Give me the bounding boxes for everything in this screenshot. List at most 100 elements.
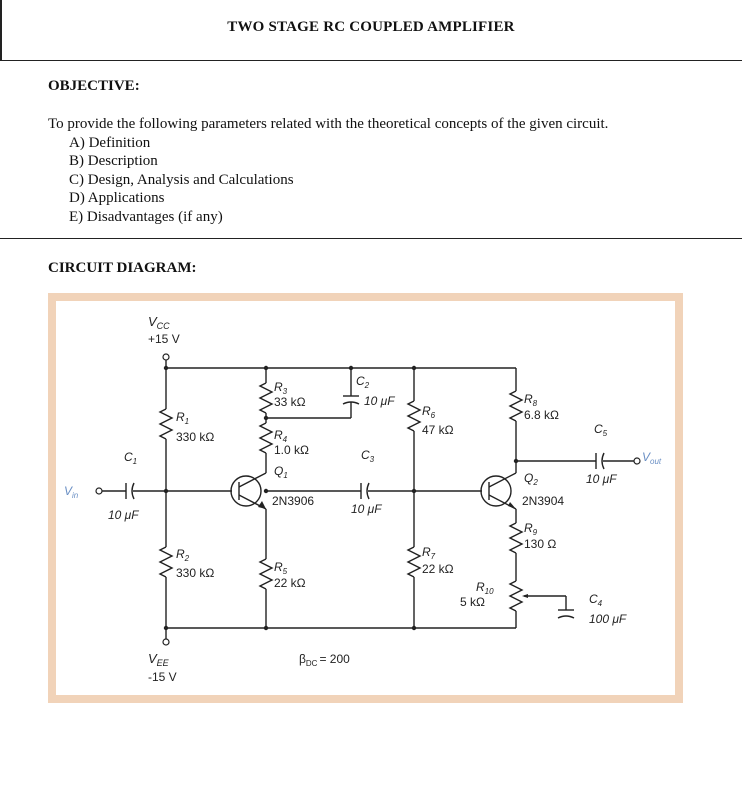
svg-text:R8: R8 — [524, 392, 538, 408]
objective-heading: OBJECTIVE: — [48, 78, 140, 94]
svg-text:R5: R5 — [274, 560, 288, 576]
r9-label: R — [524, 521, 533, 535]
resistor-r6 — [406, 400, 422, 432]
c2-sub: 2 — [364, 381, 370, 390]
c1-sub: 1 — [133, 457, 137, 466]
svg-text:VCC: VCC — [148, 314, 170, 331]
c2-label: C — [356, 374, 365, 388]
vin-label: V — [64, 484, 73, 498]
svg-text:R10: R10 — [476, 580, 494, 596]
r9-value: 130 Ω — [524, 537, 556, 551]
vin-sub: in — [72, 491, 79, 500]
c5-label: C — [594, 422, 603, 436]
transistor-q1 — [230, 475, 262, 507]
svg-text:C3: C3 — [361, 448, 375, 464]
svg-text:VEE: VEE — [148, 651, 170, 668]
c5-sub: 5 — [603, 429, 608, 438]
resistor-r9 — [508, 522, 524, 554]
resistor-r10 — [508, 580, 524, 612]
vout-sub: out — [650, 457, 662, 466]
r9-sub: 9 — [533, 528, 538, 537]
beta-value: = 200 — [319, 652, 350, 666]
vcc-label: V — [148, 314, 158, 329]
resistor-r5 — [258, 558, 274, 590]
r10-sub: 10 — [485, 587, 494, 596]
svg-text:C1: C1 — [124, 450, 137, 466]
r3-sub: 3 — [283, 387, 288, 396]
r7-label: R — [422, 545, 431, 559]
svg-text:R4: R4 — [274, 428, 288, 444]
svg-text:Vin: Vin — [64, 484, 79, 500]
objective-list: A) Definition B) Description C) Design, … — [48, 134, 608, 227]
r1-label: R — [176, 410, 185, 424]
r8-value: 6.8 kΩ — [524, 408, 559, 422]
q2-label: Q — [524, 471, 533, 485]
svg-text:R9: R9 — [524, 521, 538, 537]
svg-text:C2: C2 — [356, 374, 370, 390]
page-title: TWO STAGE RC COUPLED AMPLIFIER — [227, 19, 515, 35]
resistor-r4 — [258, 422, 274, 454]
svg-text:Vout: Vout — [642, 450, 662, 466]
svg-text:R6: R6 — [422, 404, 436, 420]
r10-label: R — [476, 580, 485, 594]
c4-label: C — [589, 592, 598, 606]
c3-value: 10 μF — [351, 502, 382, 516]
r10-value: 5 kΩ — [460, 595, 485, 609]
r5-sub: 5 — [283, 567, 288, 576]
svg-text:R1: R1 — [176, 410, 189, 426]
q1-sub: 1 — [283, 471, 287, 480]
beta-label: β — [299, 652, 306, 666]
svg-text:Q2: Q2 — [524, 471, 538, 487]
r6-sub: 6 — [431, 411, 436, 420]
svg-text:C5: C5 — [594, 422, 608, 438]
c3-sub: 3 — [370, 455, 375, 464]
r8-sub: 8 — [533, 399, 538, 408]
divider — [0, 238, 742, 239]
transistor-q2 — [480, 475, 512, 507]
r4-label: R — [274, 428, 283, 442]
resistor-r2 — [158, 546, 174, 578]
r7-value: 22 kΩ — [422, 562, 454, 576]
svg-text:βDC= 200: βDC= 200 — [299, 652, 350, 668]
vee-value: -15 V — [148, 670, 177, 684]
list-item: C) Design, Analysis and Calculations — [69, 171, 294, 188]
c1-value: 10 μF — [108, 508, 139, 522]
resistor-r1 — [158, 408, 174, 440]
resistor-r8 — [508, 390, 524, 422]
r2-sub: 2 — [184, 554, 190, 563]
resistor-r7 — [406, 546, 422, 578]
r6-value: 47 kΩ — [422, 423, 454, 437]
svg-text:R3: R3 — [274, 380, 288, 396]
r4-value: 1.0 kΩ — [274, 443, 309, 457]
svg-text:C4: C4 — [589, 592, 603, 608]
c5-value: 10 μF — [586, 472, 617, 486]
r5-value: 22 kΩ — [274, 576, 306, 590]
r3-value: 33 kΩ — [274, 395, 306, 409]
vcc-sub: CC — [157, 321, 170, 331]
r2-value: 330 kΩ — [176, 566, 214, 580]
objective-intro: To provide the following parameters rela… — [48, 116, 609, 132]
r7-sub: 7 — [431, 552, 436, 561]
page-border-left — [0, 0, 2, 60]
list-item: B) Description — [69, 153, 158, 169]
c2-value: 10 μF — [364, 394, 395, 408]
q1-label: Q — [274, 464, 283, 478]
r2-label: R — [176, 547, 185, 561]
circuit-diagram: VCC +15 V VEE -15 V Vin Vout R1 330 kΩ R… — [56, 301, 675, 695]
q2-part: 2N3904 — [522, 494, 564, 508]
svg-text:Q1: Q1 — [274, 464, 288, 480]
r1-sub: 1 — [185, 417, 189, 426]
r8-label: R — [524, 392, 533, 406]
svg-text:R2: R2 — [176, 547, 190, 563]
c1-label: C — [124, 450, 133, 464]
r1-value: 330 kΩ — [176, 430, 214, 444]
list-item: A) Definition — [69, 134, 151, 151]
list-item: E) Disadvantages (if any) — [69, 208, 223, 225]
divider — [0, 60, 742, 61]
vcc-value: +15 V — [148, 332, 180, 346]
r5-label: R — [274, 560, 283, 574]
c3-label: C — [361, 448, 370, 462]
objective-body: To provide the following parameters rela… — [48, 115, 608, 226]
vee-label: V — [148, 651, 158, 666]
circuit-heading: CIRCUIT DIAGRAM: — [48, 260, 197, 276]
